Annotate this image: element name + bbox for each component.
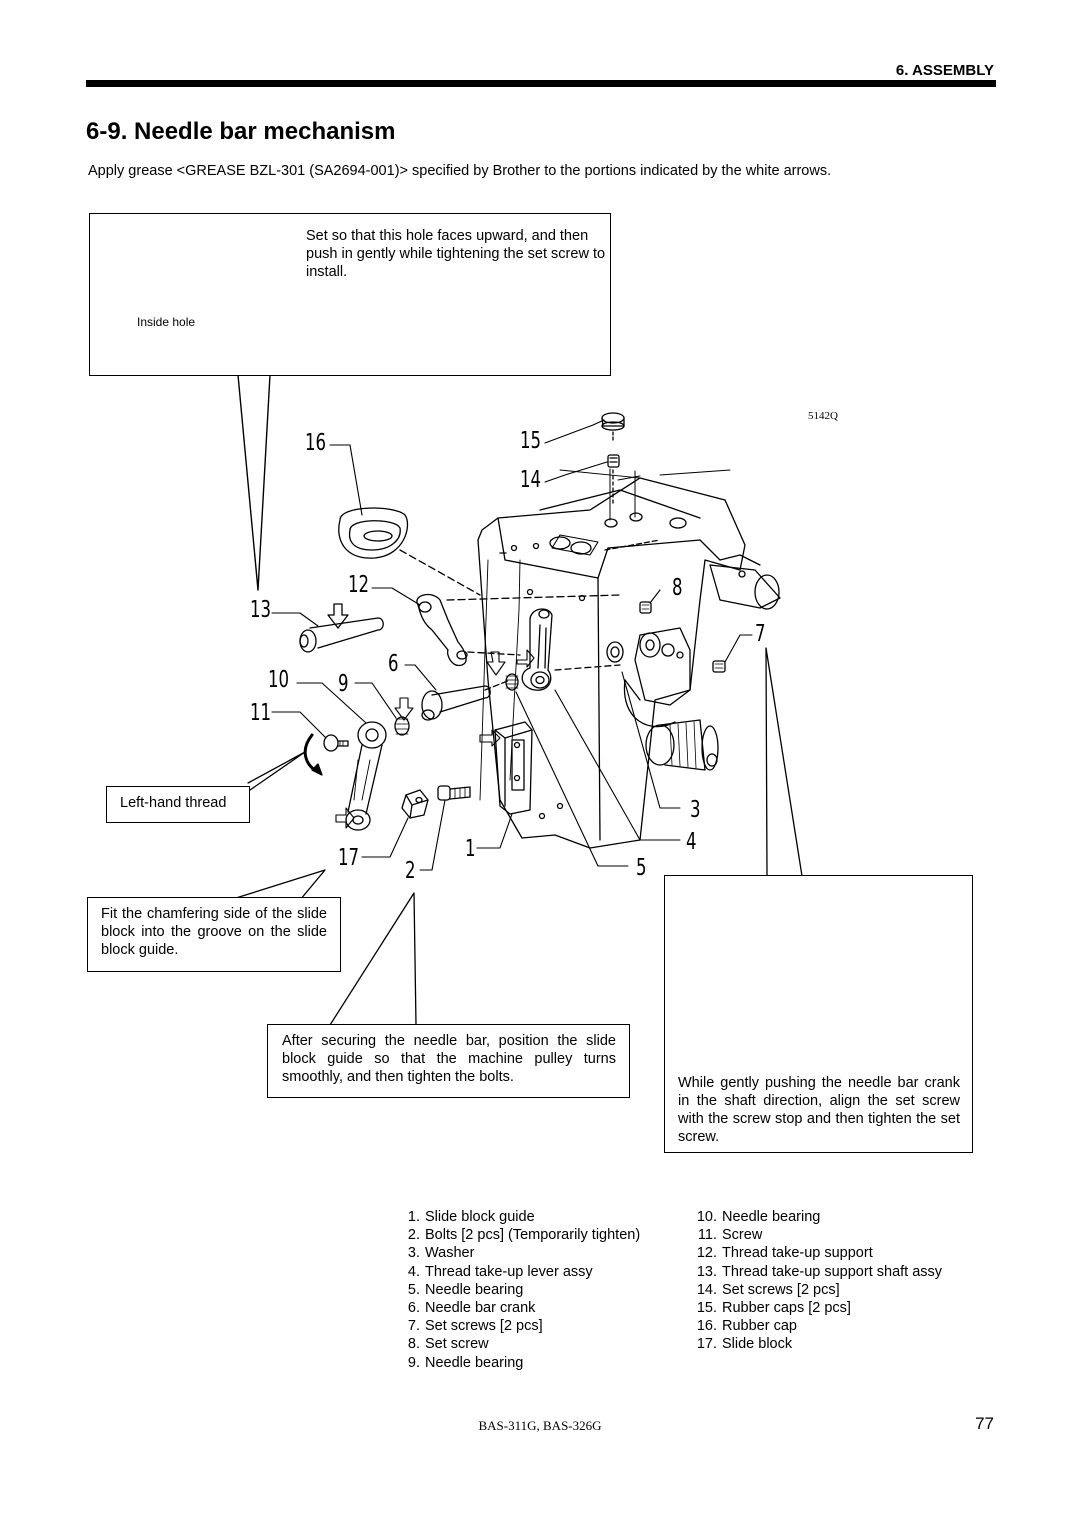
slide-guide-note-box: After securing the needle bar, position … (267, 1024, 630, 1098)
slide-guide-note: After securing the needle bar, position … (282, 1033, 616, 1085)
legend-item: 3.Washer (407, 1245, 475, 1262)
parts-legend-right: 10.Needle bearing 11.Screw 12.Thread tak… (690, 1208, 990, 1354)
support-shaft-13 (299, 603, 384, 653)
callout-10: 10 (268, 667, 290, 693)
rubber-cap-16 (338, 507, 409, 559)
callout-2: 2 (405, 858, 416, 884)
chamfer-note-box: Fit the chamfering side of the slide blo… (87, 897, 341, 972)
legend-item: 1.Slide block guide (407, 1209, 535, 1225)
callout-16: 16 (305, 430, 327, 456)
needle-bearing-9 (394, 697, 414, 736)
intro-text: Apply grease <GREASE BZL-301 (SA2694-001… (88, 163, 832, 179)
callout-13: 13 (250, 597, 272, 623)
crank-7 (623, 627, 726, 728)
legend-item: 7.Set screws [2 pcs] (407, 1318, 543, 1335)
header-rule (86, 80, 996, 87)
legend-item: 4.Thread take-up lever assy (407, 1263, 593, 1280)
shaft-inset-box: Set so that this hole faces upward, and … (89, 213, 611, 376)
callout-6: 6 (388, 651, 399, 677)
legend-item: 17.Slide block (696, 1336, 793, 1353)
callout-1: 1 (465, 836, 476, 862)
callout-3: 3 (690, 797, 701, 823)
callout-4: 4 (686, 829, 697, 855)
legend-item: 2.Bolts [2 pcs] (Temporarily tighten) (407, 1227, 641, 1244)
legend-item: 16.Rubber cap (696, 1318, 797, 1335)
crank-note: While gently pushing the needle bar cran… (678, 1075, 960, 1145)
legend-item: 15.Rubber caps [2 pcs] (696, 1300, 851, 1317)
callout-7: 7 (755, 621, 766, 647)
inside-hole-label: Inside hole (137, 315, 196, 329)
chamfer-pointer (235, 869, 326, 901)
bolts-2 (437, 785, 471, 801)
inset-pointer (237, 374, 271, 591)
set-screws-14 (607, 454, 620, 506)
legend-item: 11.Screw (697, 1227, 763, 1244)
legend-item: 5.Needle bearing (407, 1281, 524, 1298)
take-up-lever-4 (486, 608, 621, 691)
parts-legend-left: 1.Slide block guide 2.Bolts [2 pcs] (Tem… (398, 1208, 688, 1372)
shaft-end-drawing (709, 554, 781, 610)
needle-bar-crank-6 (421, 679, 511, 721)
legend-item: 13.Thread take-up support shaft assy (696, 1263, 943, 1280)
callout-8: 8 (672, 575, 683, 601)
legend-item: 9.Needle bearing (407, 1354, 524, 1371)
inset-note: Set so that this hole faces upward, and … (306, 228, 606, 280)
page-title: 6-9. Needle bar mechanism (86, 118, 396, 145)
crank-detail-box: While gently pushing the needle bar cran… (664, 875, 973, 1153)
callout-5: 5 (636, 855, 647, 881)
left-hand-thread-label: Left-hand thread (120, 795, 227, 811)
chamfer-note: Fit the chamfering side of the slide blo… (101, 906, 327, 958)
legend-item: 10.Needle bearing (696, 1209, 821, 1225)
legend-item: 6.Needle bar crank (407, 1300, 536, 1317)
slide-block-17 (401, 789, 429, 819)
set-screw-8 (639, 601, 652, 614)
callout-12: 12 (348, 572, 370, 598)
rubber-cap-15 (601, 412, 625, 442)
rotation-arrow (303, 733, 323, 776)
left-hand-thread-box: Left-hand thread (106, 786, 250, 823)
needle-bearing-10-rod (335, 721, 387, 831)
slide-guide-pointer (329, 892, 417, 1026)
callout-leaders (271, 419, 753, 871)
section-label: 6. ASSEMBLY (895, 62, 994, 79)
page-number: 77 (975, 1414, 994, 1433)
crank-pointer (765, 647, 803, 877)
figure-id: 5142Q (808, 410, 838, 422)
callout-14: 14 (520, 467, 542, 493)
slide-block-guide-1 (479, 721, 533, 815)
callout-17: 17 (338, 845, 360, 871)
footer-model: BAS-311G, BAS-326G (478, 1418, 602, 1433)
motor-shaft-assembly (645, 719, 719, 771)
legend-item: 12.Thread take-up support (696, 1245, 873, 1262)
left-hand-thread-pointer (247, 751, 306, 791)
legend-item: 8.Set screw (407, 1336, 489, 1353)
callout-15: 15 (520, 428, 542, 454)
washer-3 (606, 641, 624, 663)
arm-casting (399, 468, 746, 849)
legend-item: 14.Set screws [2 pcs] (696, 1281, 840, 1298)
callout-11: 11 (250, 700, 272, 726)
needle-bearing-5 (505, 673, 519, 691)
callout-9: 9 (338, 671, 349, 697)
take-up-support-12 (416, 593, 621, 667)
screw-11 (323, 734, 349, 752)
